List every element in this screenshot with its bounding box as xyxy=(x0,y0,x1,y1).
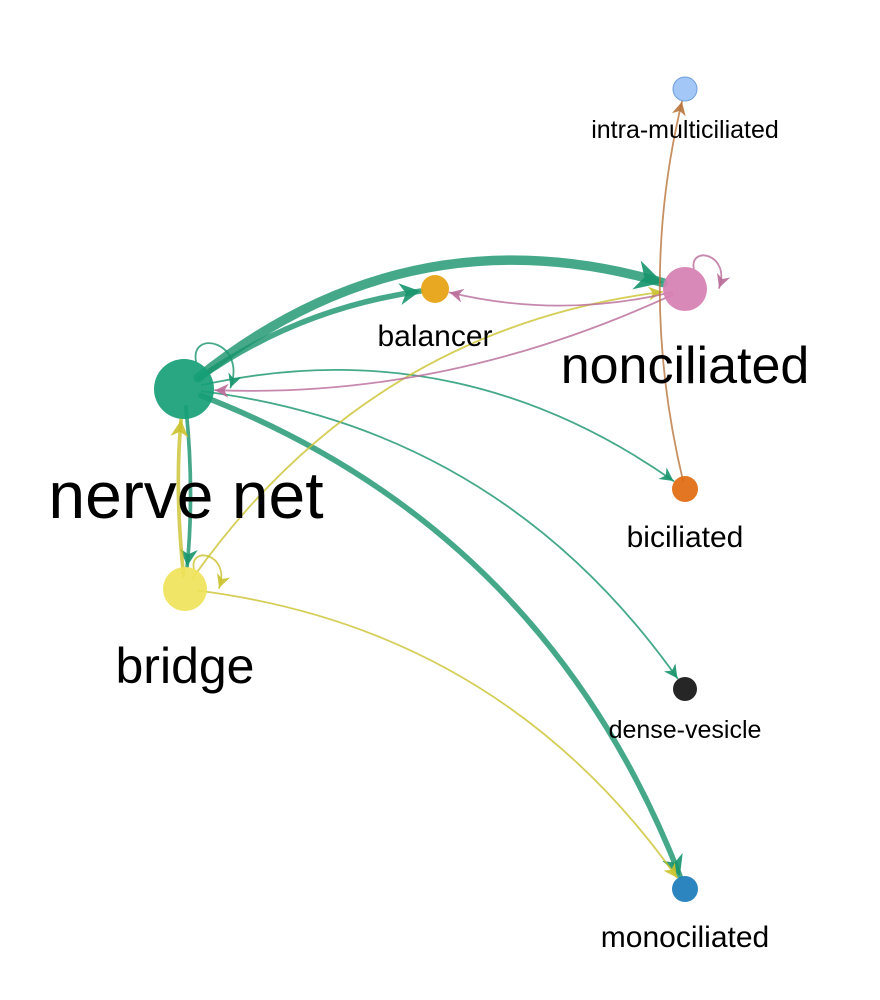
edge-line xyxy=(200,369,675,482)
edge-line xyxy=(197,589,678,879)
edge-bridge-to-bridge xyxy=(192,554,231,589)
edge-nonciliated-to-nerve-net xyxy=(214,293,674,398)
node-biciliated xyxy=(672,476,698,502)
edge-line xyxy=(197,392,683,879)
node-monociliated xyxy=(672,876,698,902)
edge-line xyxy=(191,290,664,580)
node-bridge xyxy=(163,567,207,611)
edge-arrowhead xyxy=(663,862,677,878)
edge-line xyxy=(200,390,679,680)
node-label-monociliated: monociliated xyxy=(601,921,769,954)
edge-line xyxy=(176,418,186,578)
edge-line xyxy=(184,405,193,568)
node-intra-multiciliated xyxy=(672,76,698,102)
edge-line xyxy=(658,100,685,483)
edge-arrowhead xyxy=(632,260,663,290)
edge-nonciliated-to-nonciliated xyxy=(692,254,731,289)
edge-line xyxy=(194,342,235,389)
edge-nerve-net-to-dense-vesicle xyxy=(200,390,679,680)
labels-layer: nerve net nonciliated bridge balancer bicili… xyxy=(48,116,809,954)
edge-arrowhead xyxy=(658,467,674,481)
node-label-balancer: balancer xyxy=(377,320,492,353)
node-dense-vesicle xyxy=(673,677,697,701)
edge-arrowhead xyxy=(214,383,229,398)
edge-arrowhead xyxy=(228,372,242,388)
node-nerve-net xyxy=(154,359,214,419)
nodes-layer xyxy=(154,76,707,902)
node-label-dense-vesicle: dense-vesicle xyxy=(609,716,762,744)
edges-layer xyxy=(170,100,731,879)
edge-line xyxy=(193,255,668,383)
edge-arrowhead xyxy=(449,288,465,303)
edge-biciliated-to-intra-multiciliated xyxy=(658,100,686,483)
node-label-bridge: bridge xyxy=(116,638,255,694)
edge-nerve-net-to-nerve-net xyxy=(194,342,242,389)
node-label-intra-multiciliated: intra-multiciliated xyxy=(591,116,779,144)
edge-nerve-net-to-bridge xyxy=(179,405,198,568)
edge-bridge-to-nerve-net xyxy=(170,418,189,578)
edge-line xyxy=(448,291,674,307)
node-balancer xyxy=(421,275,449,303)
node-nonciliated xyxy=(663,267,707,311)
node-label-biciliated: biciliated xyxy=(627,521,744,554)
edge-nerve-net-to-nonciliated xyxy=(193,255,668,383)
edge-line xyxy=(195,288,423,382)
edge-arrowhead xyxy=(717,272,731,288)
edge-arrowhead xyxy=(217,572,231,588)
edge-arrowhead xyxy=(398,283,421,305)
edge-arrowhead xyxy=(170,419,189,438)
edge-nerve-net-to-monociliated xyxy=(197,392,683,879)
edge-bridge-to-monociliated xyxy=(197,589,678,879)
node-label-nerve-net: nerve net xyxy=(48,458,323,532)
edge-arrowhead xyxy=(179,548,198,567)
edge-nerve-net-to-biciliated xyxy=(200,369,675,482)
edge-nerve-net-to-balancer xyxy=(195,283,423,382)
edge-nonciliated-to-balancer xyxy=(448,288,674,307)
edge-arrowhead xyxy=(672,101,686,117)
node-label-nonciliated: nonciliated xyxy=(561,337,810,395)
edge-arrowhead xyxy=(663,663,678,679)
edge-line xyxy=(214,293,674,392)
edge-arrowhead xyxy=(662,852,683,876)
